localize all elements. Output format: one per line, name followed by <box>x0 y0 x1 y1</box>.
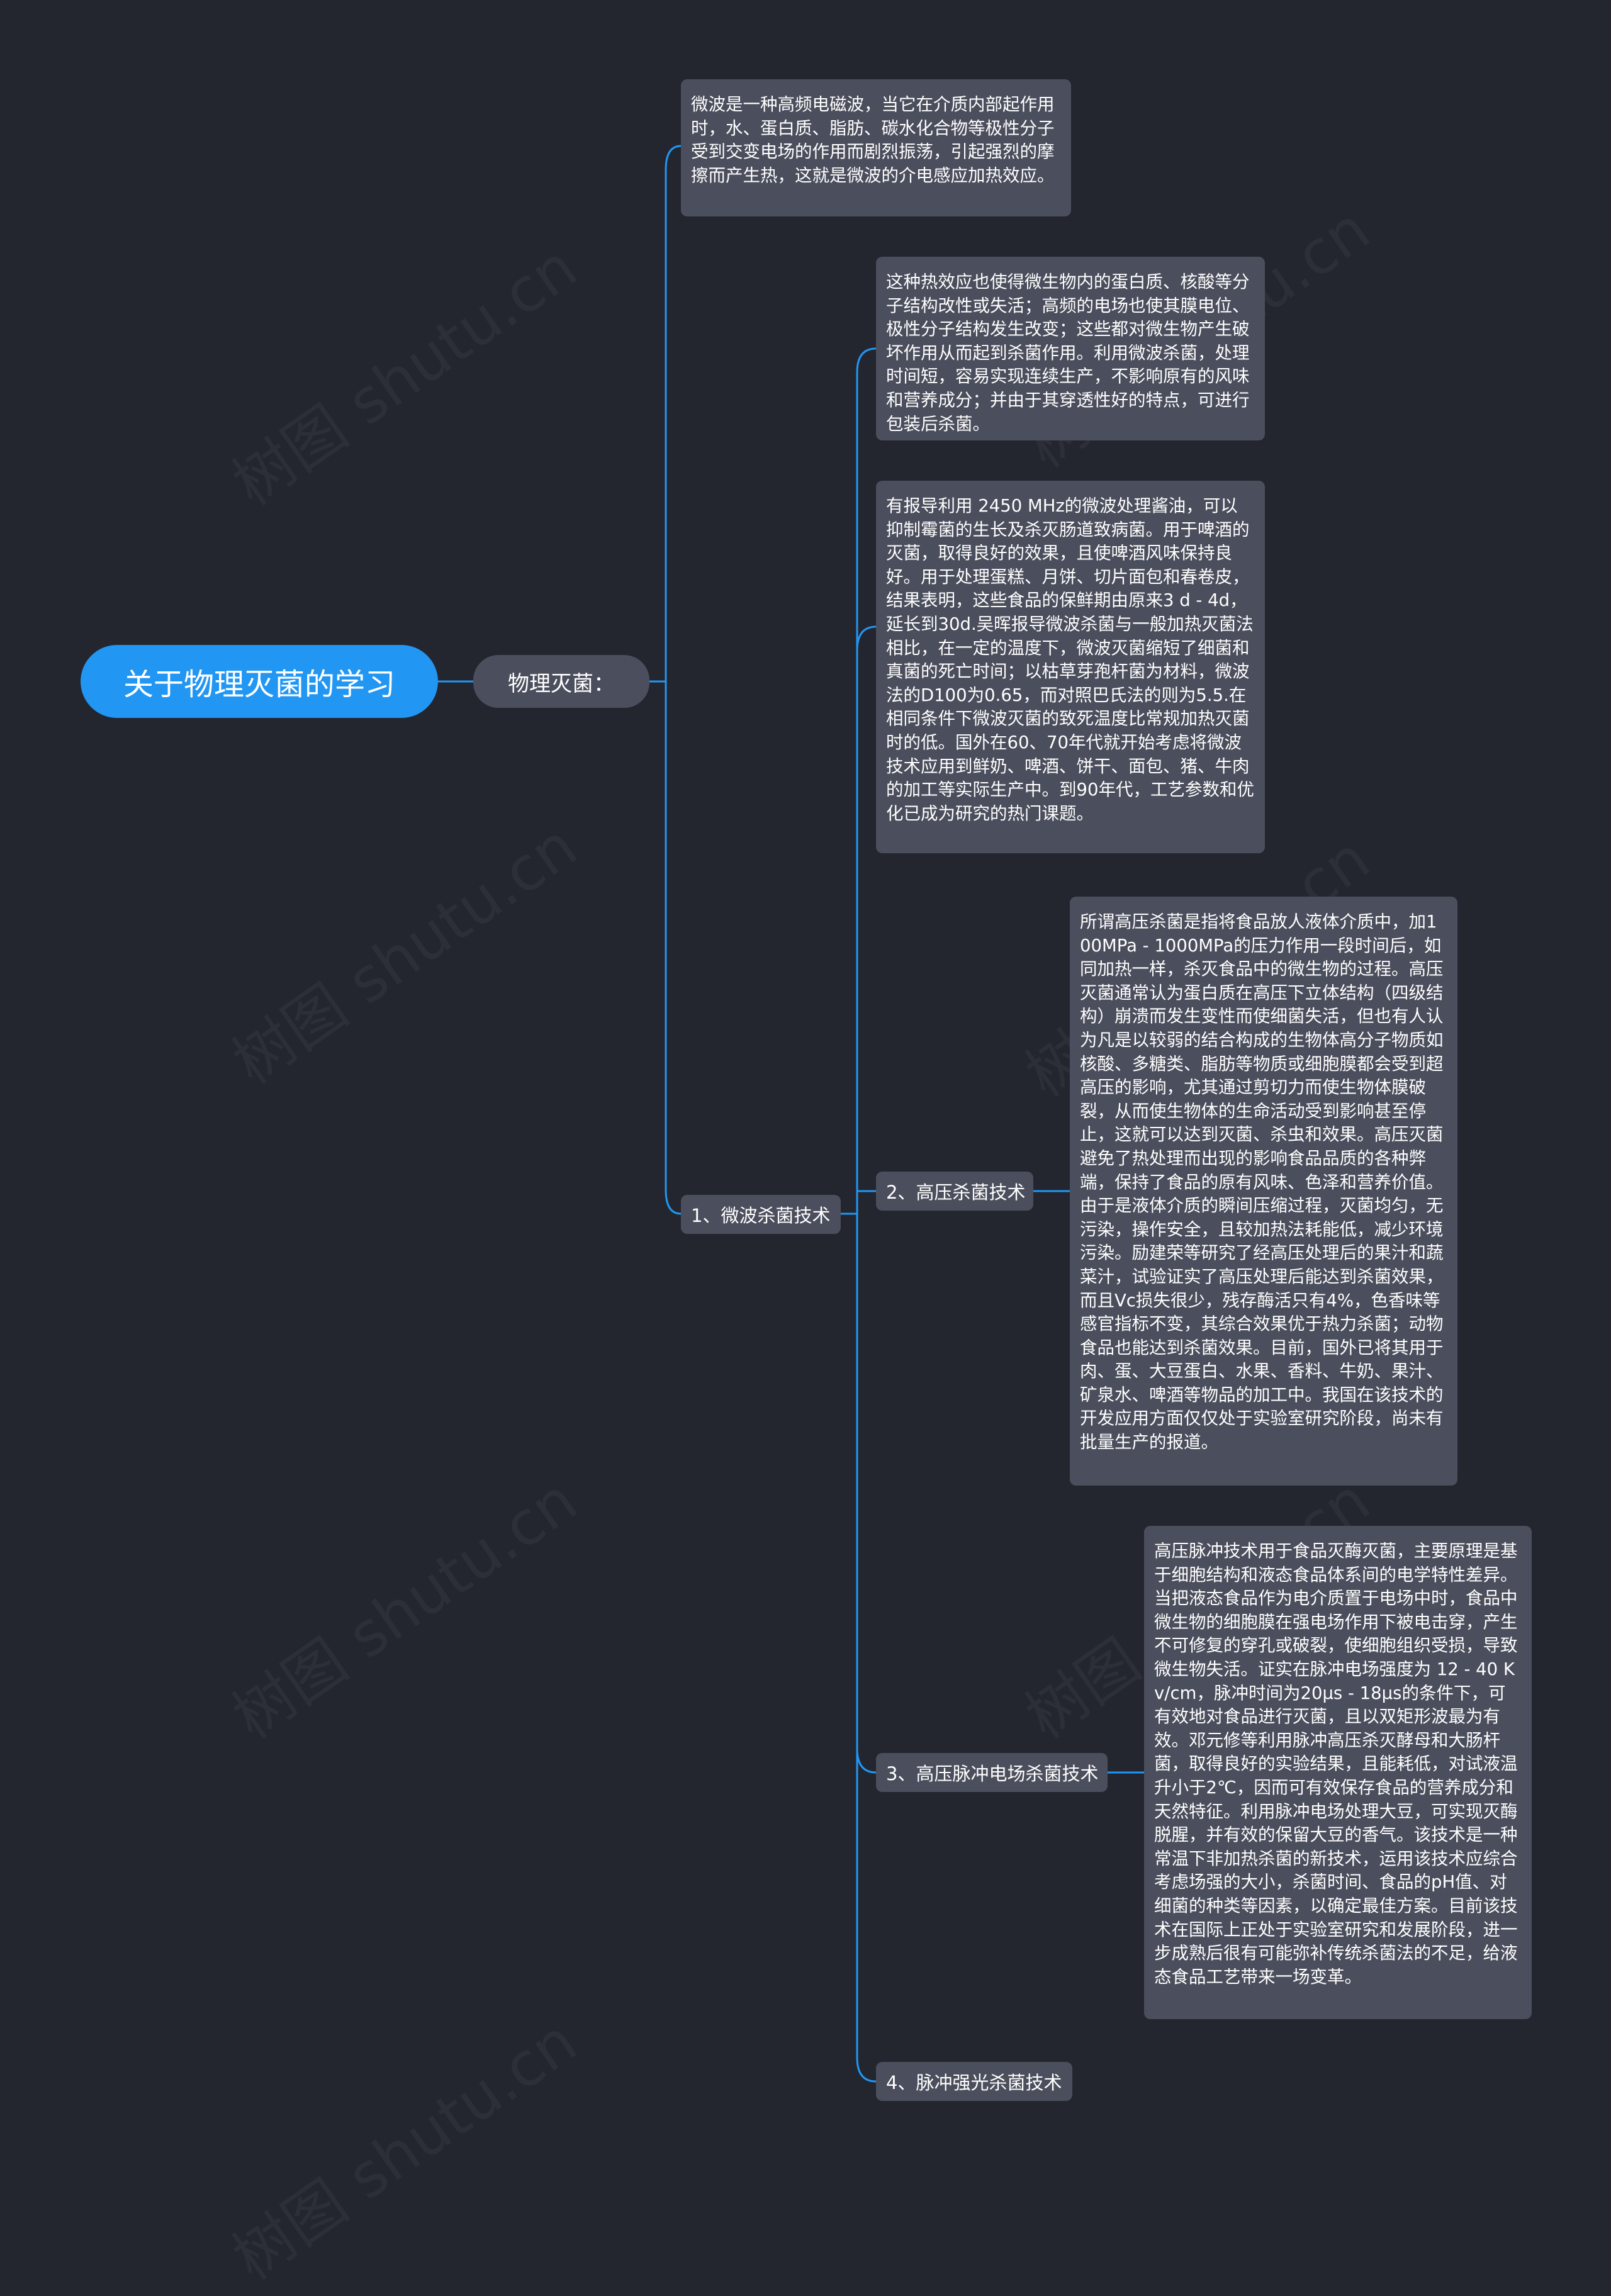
pulsed-electric-node-label: 3、高压脉冲电场杀菌技术 <box>886 1763 1099 1784</box>
pulsed-light-node-label: 4、脉冲强光杀菌技术 <box>886 2072 1062 2093</box>
microwave-note-1[interactable]: 这种热效应也使得微生物内的蛋白质、核酸等分子结构改性或失活；高频的电场也使其膜电… <box>876 257 1265 440</box>
link-branch-microwave <box>665 681 682 1215</box>
high-pressure-node[interactable]: 2、高压杀菌技术 <box>876 1172 1033 1211</box>
mindmap-connectors <box>438 145 1144 2083</box>
high-pressure-node-label: 2、高压杀菌技术 <box>886 1182 1026 1203</box>
pulsed-electric-note[interactable]: 高压脉冲技术用于食品灭酶灭菌，主要原理是基于细胞结构和液态食品体系间的电学特性差… <box>1144 1526 1532 2019</box>
link-microwave-pe <box>856 1214 877 1774</box>
link-microwave-pl <box>856 1214 877 2083</box>
root-node[interactable]: 关于物理灭菌的学习 <box>81 645 438 718</box>
pulsed-electric-node[interactable]: 3、高压脉冲电场杀菌技术 <box>876 1753 1108 1792</box>
pulsed-light-node[interactable]: 4、脉冲强光杀菌技术 <box>876 2062 1072 2101</box>
microwave-node[interactable]: 1、微波杀菌技术 <box>681 1195 841 1234</box>
level1-node[interactable]: 物理灭菌： <box>473 655 649 708</box>
link-branch-intro <box>665 145 682 681</box>
microwave-note-2[interactable]: 有报导利用 2450 MHz的微波处理酱油，可以抑制霉菌的生长及杀灭肠道致病菌。… <box>876 481 1265 853</box>
link-microwave-note2 <box>856 625 877 1214</box>
link-microwave-note1 <box>856 347 877 1214</box>
high-pressure-note[interactable]: 所谓高压杀菌是指将食品放人液体介质中，加100MPa - 1000MPa的压力作… <box>1070 897 1457 1486</box>
level1-node-label: 物理灭菌： <box>508 671 615 697</box>
intro-note-box[interactable]: 微波是一种高频电磁波，当它在介质内部起作用时，水、蛋白质、脂肪、碳水化合物等极性… <box>681 79 1071 216</box>
microwave-node-label: 1、微波杀菌技术 <box>691 1205 831 1226</box>
root-node-label: 关于物理灭菌的学习 <box>123 667 395 702</box>
